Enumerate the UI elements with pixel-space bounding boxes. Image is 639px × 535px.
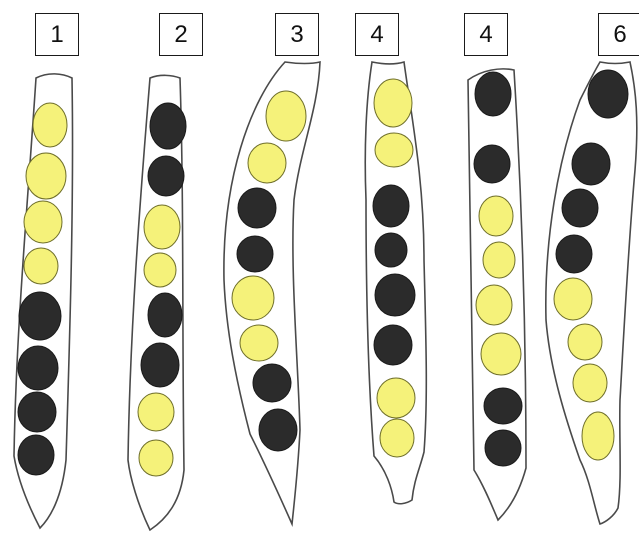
seed-yellow <box>33 103 67 147</box>
seed-black <box>374 325 412 365</box>
seed-black <box>485 430 521 466</box>
seed-yellow <box>374 79 412 127</box>
seed-black <box>18 435 54 475</box>
seed-yellow <box>481 333 521 375</box>
seed-black <box>19 292 61 340</box>
seed-yellow <box>568 324 602 360</box>
seed-black <box>375 233 407 267</box>
seed-yellow <box>248 143 286 183</box>
seed-yellow <box>26 153 66 199</box>
seed-black <box>237 236 273 272</box>
seed-black <box>259 409 297 451</box>
seed-black <box>18 346 58 390</box>
seed-black <box>556 235 592 273</box>
seed-yellow <box>240 325 278 361</box>
seed-yellow <box>573 364 607 402</box>
seed-yellow <box>144 205 180 249</box>
seed-black <box>562 189 598 227</box>
seed-black <box>373 185 409 227</box>
seed-black <box>18 392 56 432</box>
seed-black <box>475 72 511 116</box>
seed-yellow <box>24 248 58 284</box>
seed-yellow <box>266 91 306 141</box>
seed-yellow <box>479 196 513 236</box>
seed-yellow <box>375 133 413 167</box>
seed-black <box>141 343 179 387</box>
seed-yellow <box>476 285 512 325</box>
seed-yellow <box>139 440 173 476</box>
seed-black <box>238 188 276 228</box>
seed-black <box>148 156 184 196</box>
seed-yellow <box>483 242 515 278</box>
seed-yellow <box>232 276 274 320</box>
seed-yellow <box>554 278 592 320</box>
seed-yellow <box>377 378 415 418</box>
seed-black <box>588 70 628 118</box>
seed-black <box>484 388 522 424</box>
seed-black <box>253 364 291 402</box>
seed-yellow <box>138 393 174 431</box>
seed-yellow <box>144 253 176 287</box>
seed-black <box>148 293 182 337</box>
seed-black <box>474 145 510 183</box>
seed-black <box>375 274 415 316</box>
seed-black <box>572 143 610 185</box>
seed-yellow <box>24 201 62 243</box>
seed-yellow <box>582 412 614 460</box>
seed-black <box>150 103 186 149</box>
seed-yellow <box>380 419 414 457</box>
